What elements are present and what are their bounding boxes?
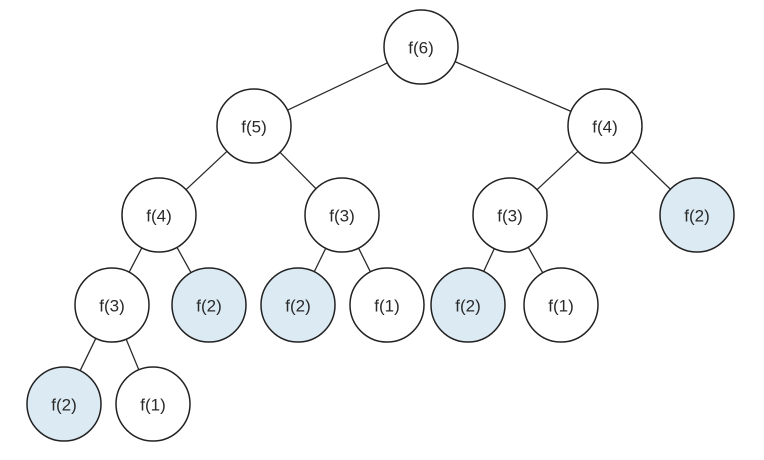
node-label: f(1) [548, 297, 574, 316]
node-circle [74, 267, 150, 343]
tree-node: f(1) [523, 267, 599, 343]
tree-edge [536, 150, 579, 191]
tree-node: f(1) [349, 267, 425, 343]
node-label: f(2) [455, 297, 481, 316]
tree-edge [454, 60, 572, 113]
node-circle [115, 366, 191, 442]
node-circle [26, 366, 102, 442]
tree-edge [482, 247, 496, 273]
tree-node-repeated: f(2) [26, 366, 102, 442]
node-label: f(3) [329, 207, 355, 226]
node-label: f(4) [592, 118, 618, 137]
node-label: f(3) [99, 297, 125, 316]
tree-node: f(4) [567, 88, 643, 164]
tree-edge [357, 247, 372, 273]
node-circle [260, 267, 336, 343]
tree-edge [630, 151, 672, 190]
tree-edge [79, 337, 97, 372]
tree-edge [176, 246, 192, 274]
tree-node: f(3) [74, 267, 150, 343]
node-circle [659, 177, 735, 253]
node-label: f(3) [497, 207, 523, 226]
tree-node: f(5) [216, 88, 292, 164]
node-circle [216, 88, 292, 164]
tree-node: f(4) [121, 177, 197, 253]
node-circle [567, 88, 643, 164]
node-label: f(1) [140, 396, 166, 415]
edges-layer [79, 60, 672, 372]
tree-edge [313, 247, 327, 273]
node-label: f(5) [241, 118, 267, 137]
tree-node-repeated: f(2) [430, 267, 506, 343]
node-label: f(4) [146, 207, 172, 226]
node-label: f(2) [285, 297, 311, 316]
node-label: f(2) [684, 207, 710, 226]
tree-node-repeated: f(2) [659, 177, 735, 253]
node-circle [349, 267, 425, 343]
node-circle [472, 177, 548, 253]
tree-edge [185, 150, 228, 191]
tree-edge [279, 151, 317, 190]
node-label: f(2) [51, 396, 77, 415]
tree-node-repeated: f(2) [260, 267, 336, 343]
node-circle [523, 267, 599, 343]
tree-node-repeated: f(2) [171, 267, 247, 343]
nodes-layer: f(6) f(5) f(4) f(4) f(3) f(3) f(2) f(3) f(2) f(2)… [26, 9, 735, 442]
tree-node: f(1) [115, 366, 191, 442]
tree-node: f(3) [472, 177, 548, 253]
tree-node: f(3) [304, 177, 380, 253]
tree-node: f(6) [383, 9, 459, 85]
tree-edge [125, 338, 140, 371]
node-label: f(6) [408, 39, 434, 58]
tree-edge [527, 246, 544, 274]
node-circle [430, 267, 506, 343]
node-circle [304, 177, 380, 253]
tree-edge [286, 62, 389, 111]
node-circle [171, 267, 247, 343]
node-label: f(2) [196, 297, 222, 316]
node-label: f(1) [374, 297, 400, 316]
tree-edge [128, 247, 143, 273]
node-circle [383, 9, 459, 85]
node-circle [121, 177, 197, 253]
